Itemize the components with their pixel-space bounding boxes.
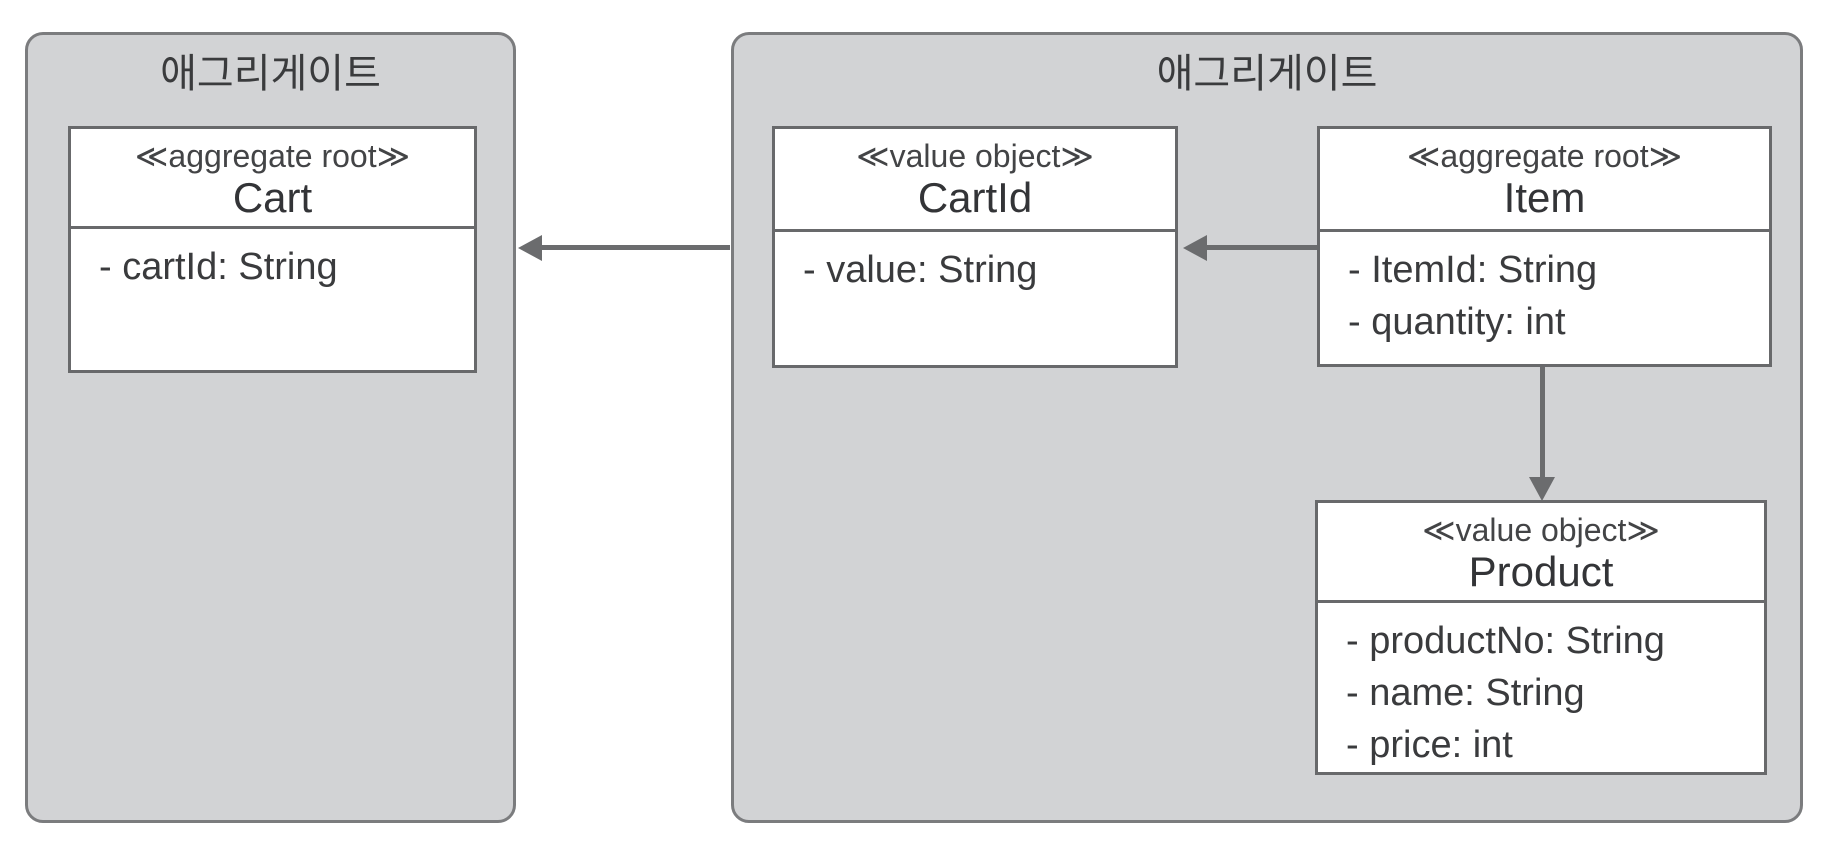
arrow-shaft bbox=[539, 245, 730, 250]
aggregate-panel-left: 애그리게이트 ≪aggregate root≫ Cart - cartId: S… bbox=[25, 32, 516, 823]
arrowhead-down-icon bbox=[1529, 477, 1555, 501]
class-attribute: - ItemId: String bbox=[1348, 249, 1598, 291]
class-box-product: ≪value object≫ Product - productNo: Stri… bbox=[1315, 500, 1767, 775]
class-header-item: ≪aggregate root≫ Item bbox=[1320, 137, 1769, 232]
class-stereotype: ≪value object≫ bbox=[856, 138, 1094, 174]
class-attribute: - name: String bbox=[1346, 672, 1585, 714]
class-header-product: ≪value object≫ Product bbox=[1318, 511, 1764, 603]
class-attributes-cart: - cartId: String bbox=[71, 229, 474, 293]
class-box-cart: ≪aggregate root≫ Cart - cartId: String bbox=[68, 126, 477, 373]
class-stereotype: ≪aggregate root≫ bbox=[134, 138, 411, 174]
arrow-shaft bbox=[1204, 245, 1317, 250]
class-header-cartid: ≪value object≫ CartId bbox=[775, 137, 1175, 232]
class-box-item: ≪aggregate root≫ Item - ItemId: String -… bbox=[1317, 126, 1772, 367]
arrowhead-left-icon bbox=[518, 235, 542, 261]
class-name: Item bbox=[1503, 174, 1586, 221]
class-attributes-cartid: - value: String bbox=[775, 232, 1175, 296]
class-attribute: - productNo: String bbox=[1346, 620, 1665, 662]
class-attribute: - price: int bbox=[1346, 724, 1513, 766]
class-name: Cart bbox=[232, 174, 313, 221]
class-attribute: - quantity: int bbox=[1348, 301, 1566, 343]
class-header-cart: ≪aggregate root≫ Cart bbox=[71, 137, 474, 229]
class-box-cartid: ≪value object≫ CartId - value: String bbox=[772, 126, 1178, 368]
class-attributes-item: - ItemId: String - quantity: int bbox=[1320, 232, 1769, 348]
class-stereotype: ≪aggregate root≫ bbox=[1406, 138, 1683, 174]
aggregate-title-left: 애그리게이트 bbox=[160, 52, 381, 96]
aggregate-title-right: 애그리게이트 bbox=[1156, 52, 1378, 96]
class-name: CartId bbox=[917, 174, 1033, 221]
aggregate-panel-right: 애그리게이트 ≪value object≫ CartId - value: St… bbox=[731, 32, 1803, 823]
class-attribute: - value: String bbox=[803, 249, 1038, 291]
class-attribute: - cartId: String bbox=[99, 246, 338, 288]
arrow-shaft bbox=[1540, 367, 1545, 479]
class-stereotype: ≪value object≫ bbox=[1422, 512, 1660, 548]
class-attributes-product: - productNo: String - name: String - pri… bbox=[1318, 603, 1764, 771]
arrowhead-left-icon bbox=[1183, 235, 1207, 261]
class-name: Product bbox=[1468, 548, 1614, 595]
